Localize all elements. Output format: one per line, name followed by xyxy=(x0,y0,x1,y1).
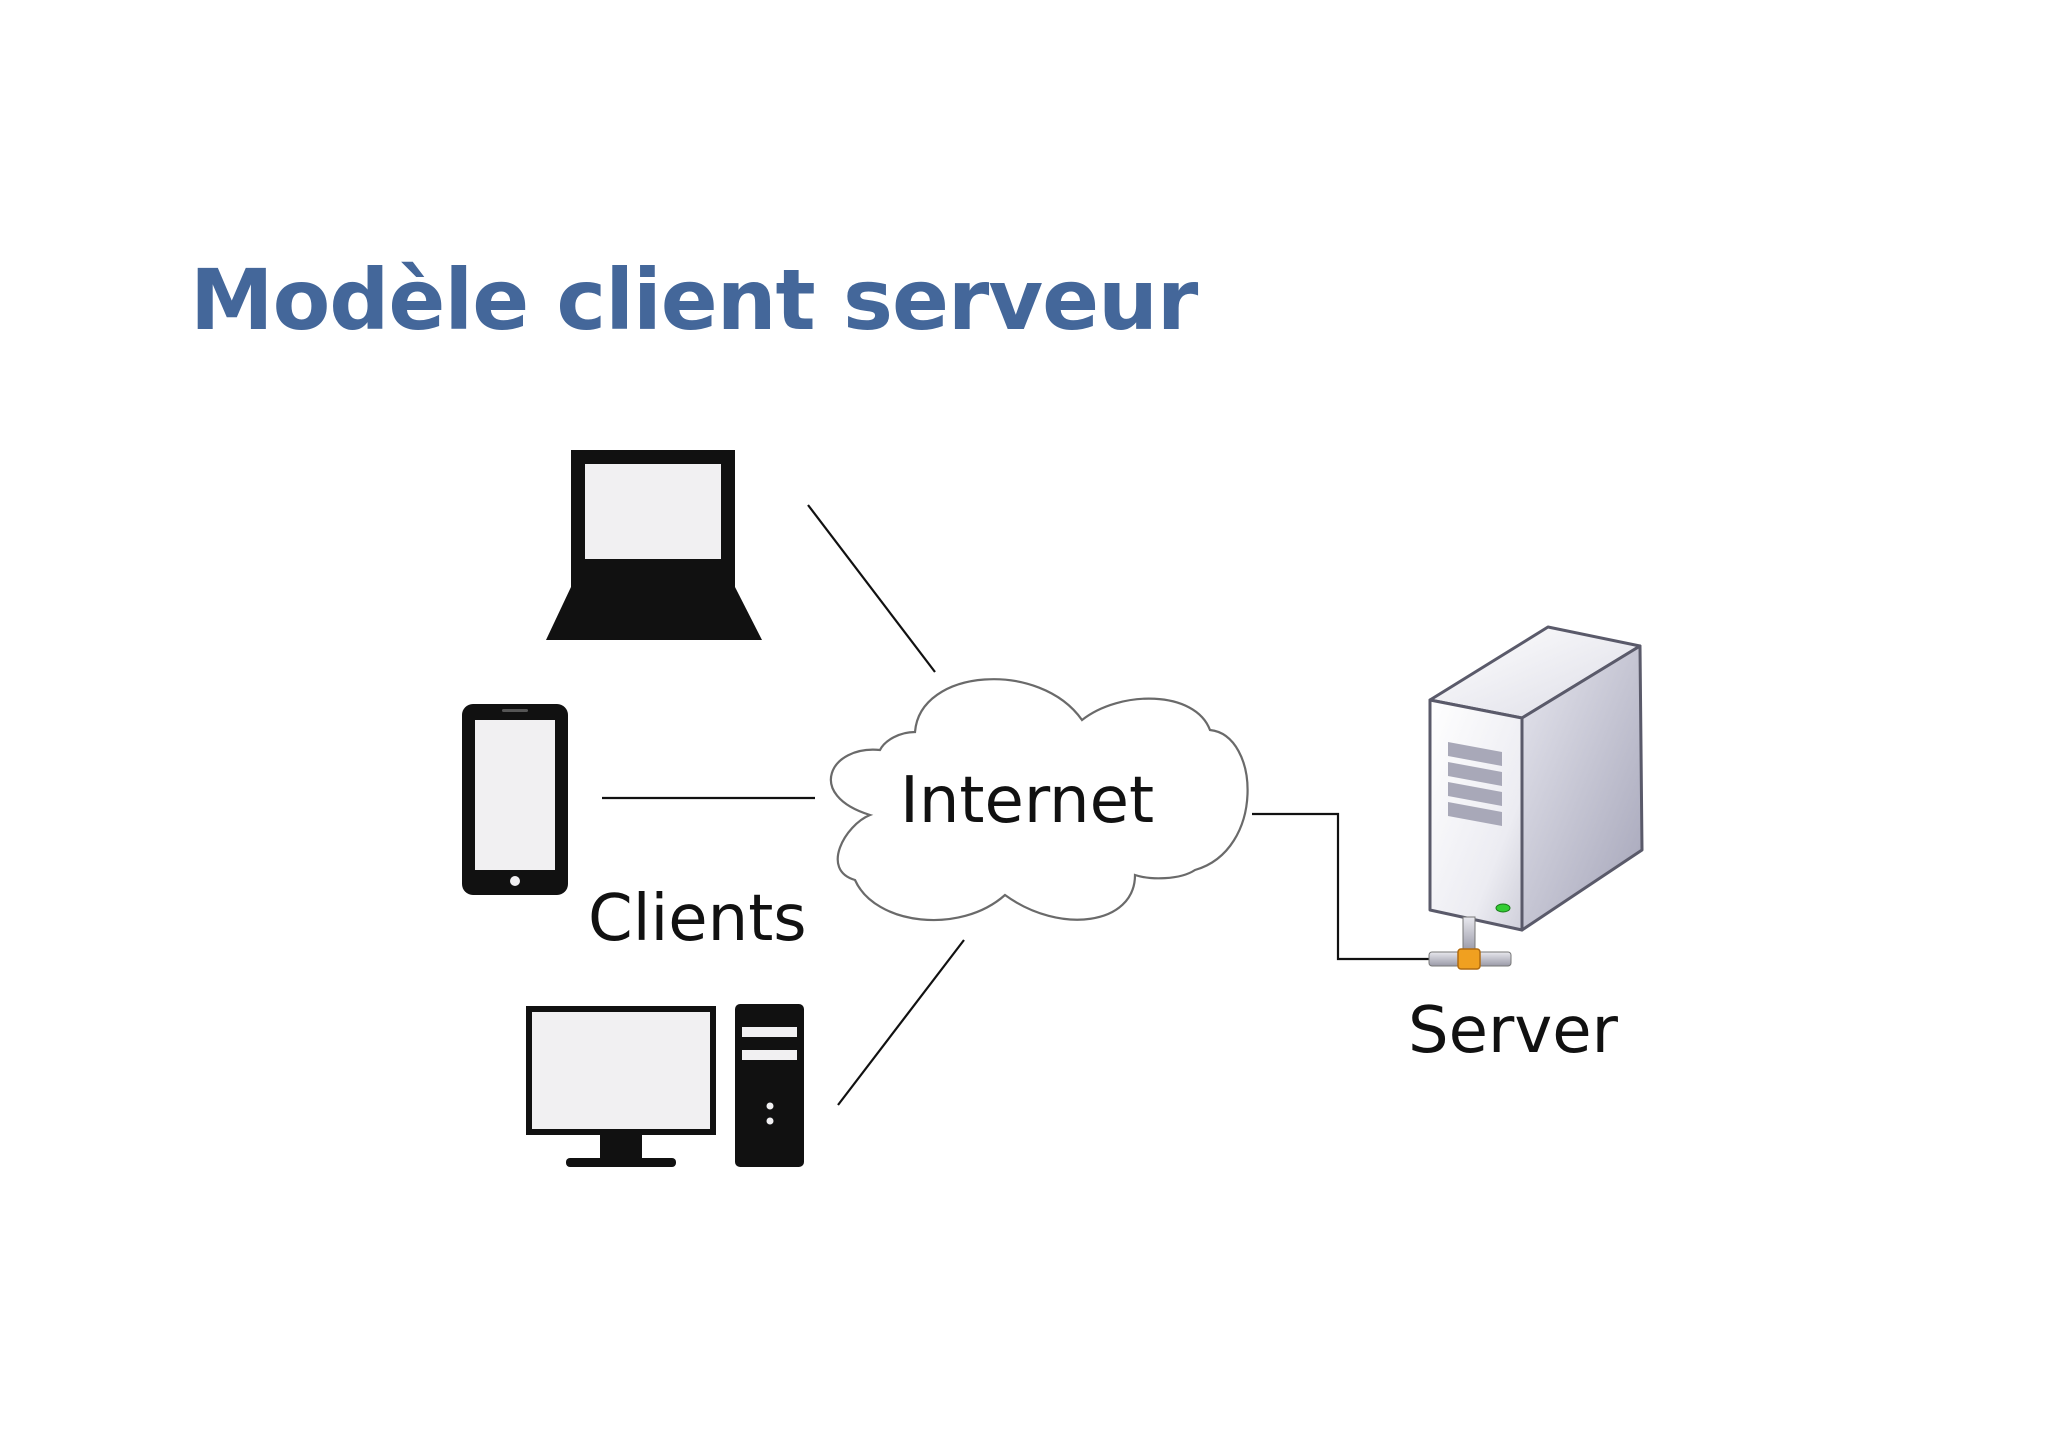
slide-title: Modèle client serveur xyxy=(190,251,1198,349)
laptop-link-line xyxy=(807,504,936,673)
server-link-line xyxy=(1252,812,1432,961)
network-connector-icon xyxy=(1428,916,1512,970)
server-label: Server xyxy=(1408,994,1619,1068)
cloud-icon xyxy=(829,678,1249,922)
laptop-icon xyxy=(546,450,762,640)
desktop-computer-icon xyxy=(526,1004,804,1167)
desktop-link-line xyxy=(837,939,965,1106)
server-tower-icon xyxy=(1428,625,1644,932)
smartphone-icon xyxy=(462,704,568,895)
clients-label: Clients xyxy=(588,882,807,956)
internet-label: Internet xyxy=(900,764,1154,838)
